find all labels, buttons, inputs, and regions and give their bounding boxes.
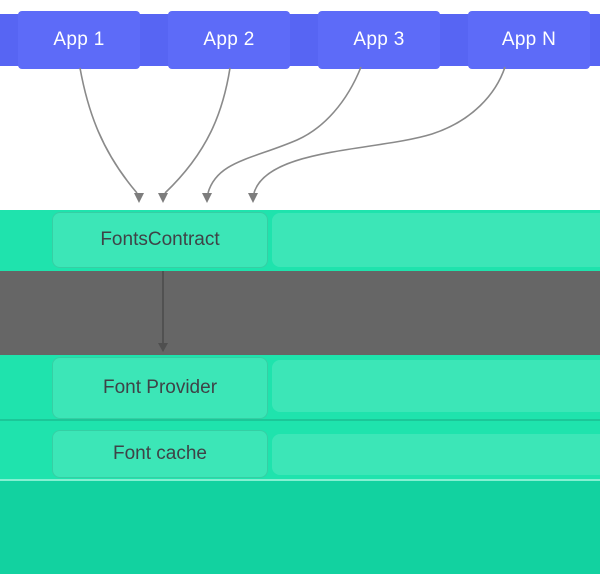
ipc-gray-band	[0, 271, 600, 355]
app-2-label: App 2	[203, 29, 255, 50]
app1-arrowhead-icon	[134, 193, 144, 203]
app2-arrowhead-icon	[158, 193, 168, 203]
app3-to-fontscontract-arrow	[207, 66, 362, 194]
app-3-box: App 3	[318, 11, 440, 69]
app1-to-fontscontract-arrow	[79, 67, 138, 194]
appn-arrowhead-icon	[248, 193, 258, 203]
app-n-box: App N	[468, 11, 590, 69]
provider-cache-divider	[0, 419, 600, 421]
app-3-label: App 3	[353, 29, 405, 50]
system-base-band	[0, 481, 600, 574]
font-provider-box: Font Provider	[52, 357, 268, 419]
font-provider-label: Font Provider	[102, 377, 218, 398]
font-cache-right-panel	[272, 434, 600, 475]
app-1-box: App 1	[18, 11, 140, 69]
app-n-label: App N	[501, 29, 557, 50]
app3-arrowhead-icon	[202, 193, 212, 203]
font-cache-label: Font cache	[113, 443, 207, 464]
provider-section-band: Font Provider Font cache	[0, 355, 600, 481]
appn-to-fontscontract-arrow	[253, 66, 506, 194]
font-cache-box: Font cache	[52, 430, 268, 478]
font-provider-right-panel	[272, 360, 600, 412]
fontscontract-box: FontsContract	[52, 212, 268, 268]
app-2-box: App 2	[168, 11, 290, 69]
fontscontract-label: FontsContract	[100, 229, 220, 250]
fontscontract-band: FontsContract	[0, 210, 600, 271]
app2-to-fontscontract-arrow	[164, 67, 231, 194]
fontscontract-right-panel	[272, 213, 600, 267]
app-1-label: App 1	[53, 29, 105, 50]
cache-bottom-divider	[0, 479, 600, 481]
